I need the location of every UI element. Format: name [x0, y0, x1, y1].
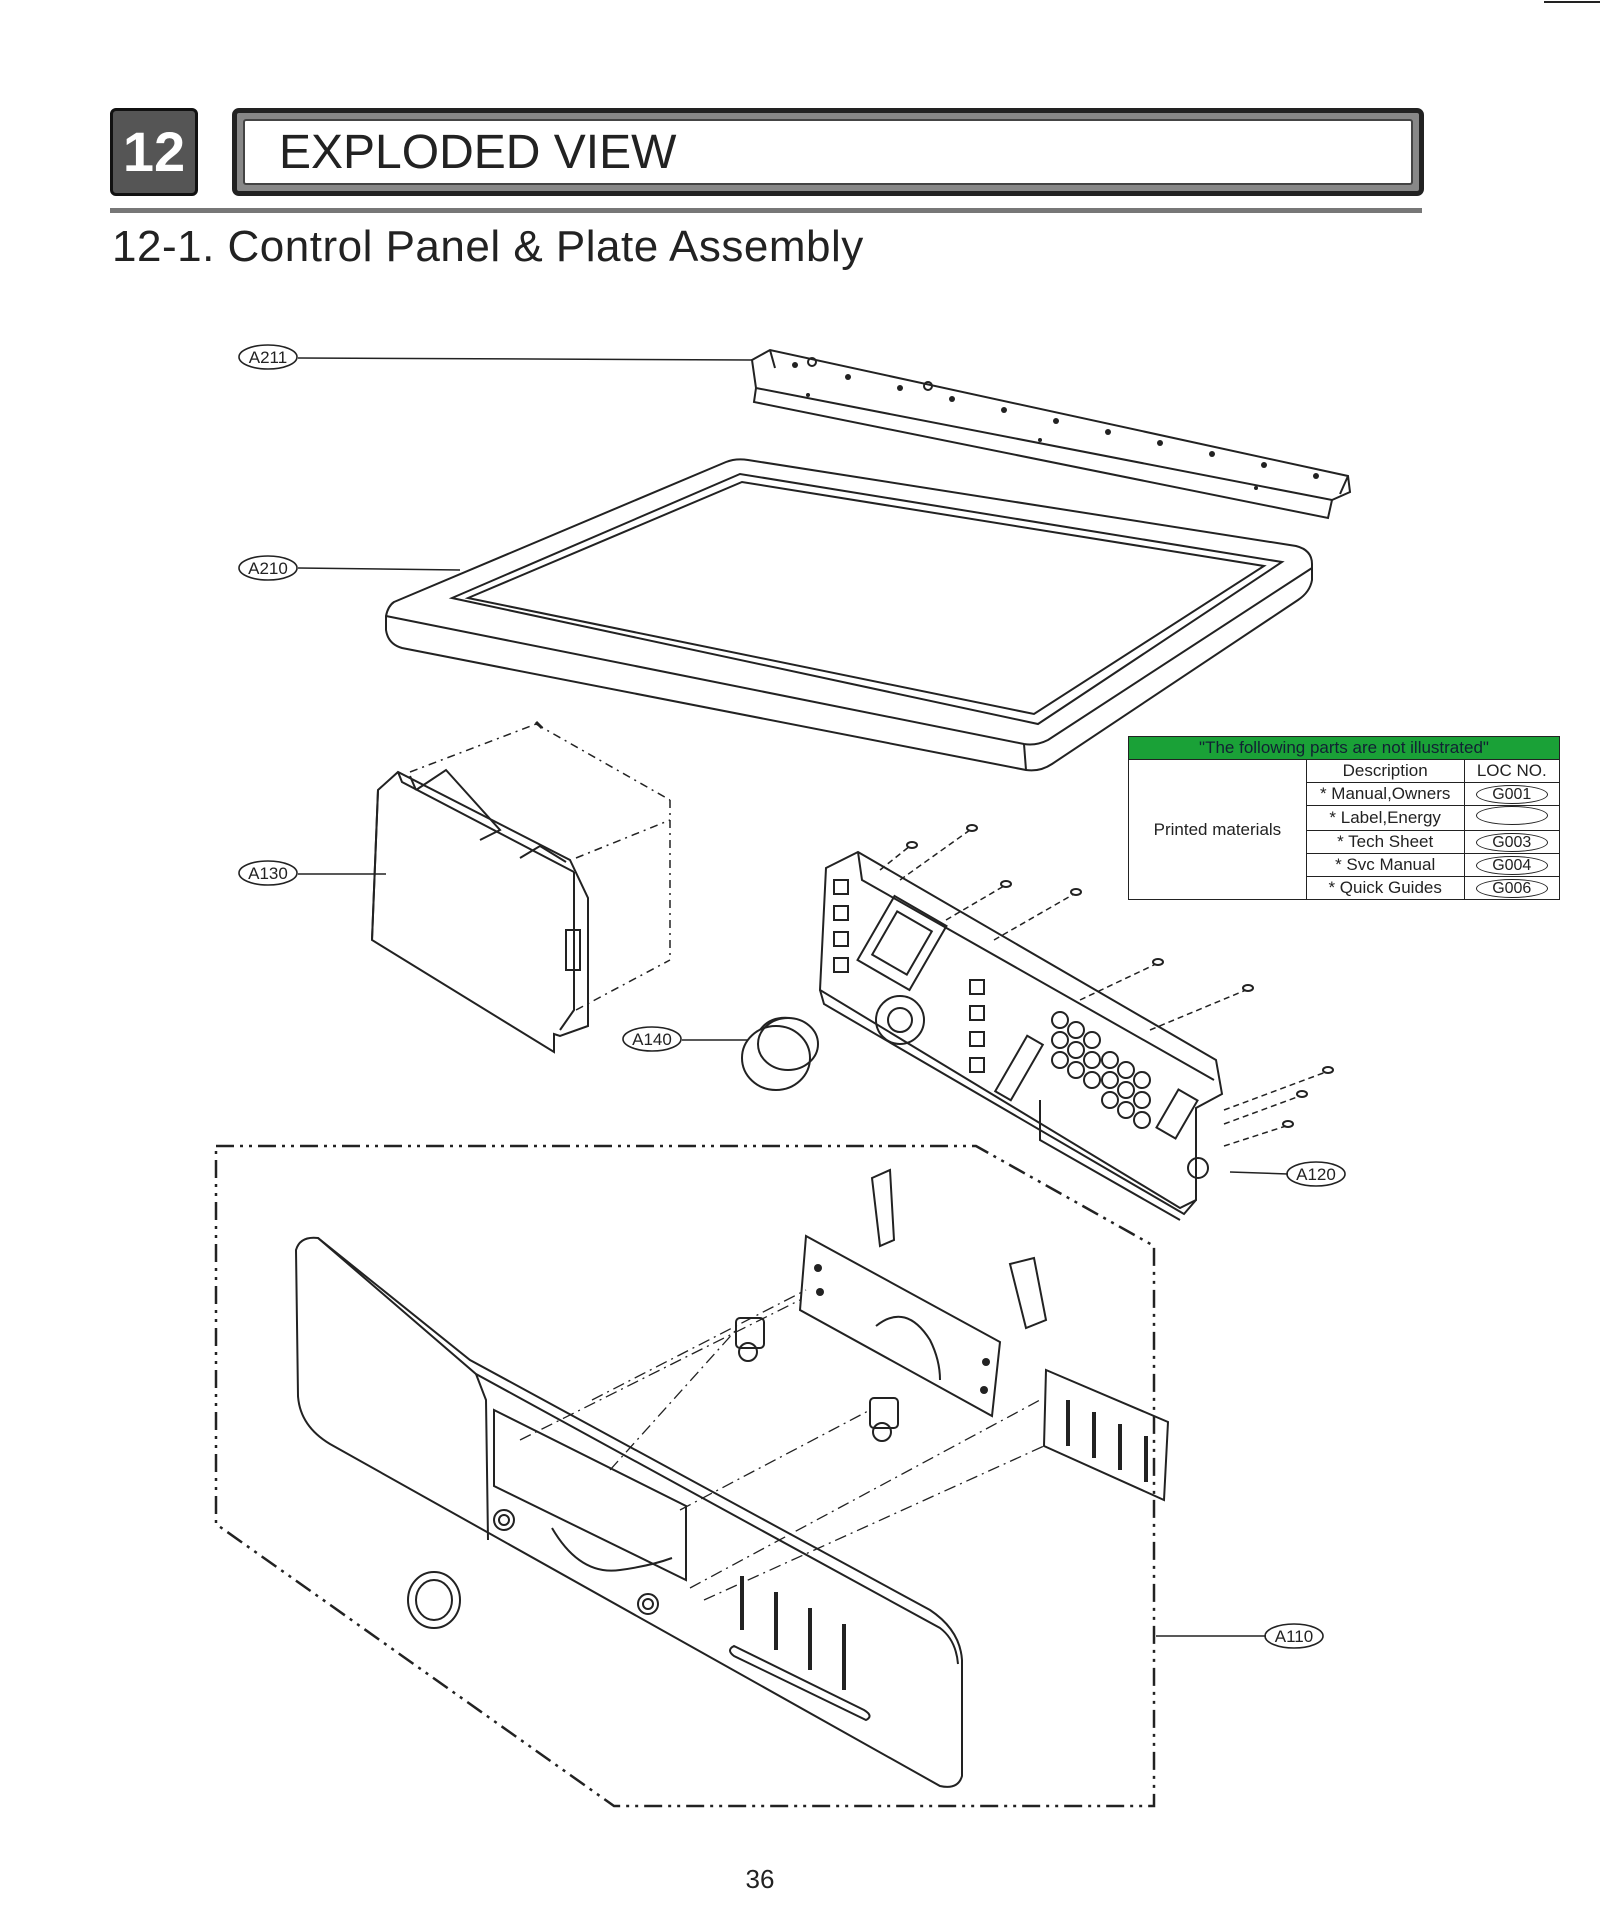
callout-label-a210: A210 [248, 559, 288, 578]
table-header-description: Description [1305, 759, 1465, 783]
a130-assembly-lines [409, 723, 671, 1011]
row-loc-cell [1463, 805, 1561, 831]
a110-internal-parts [735, 1168, 1170, 1502]
callout-label-a110: A110 [1275, 1627, 1313, 1646]
callout-oval-a120 [1286, 1161, 1346, 1187]
row-loc-cell: G003 [1463, 830, 1561, 854]
callout-label-a120: A120 [1296, 1165, 1336, 1184]
table-row: * Manual,Owners G001 [1129, 782, 1561, 806]
callout-oval-a211 [238, 344, 298, 370]
parts-not-illustrated-table: "The following parts are not illustrated… [1128, 736, 1561, 900]
a110-assembly-lines [519, 1289, 1045, 1601]
header-rule [110, 208, 1422, 213]
row-loc [1475, 806, 1548, 825]
page-title: EXPLODED VIEW [243, 119, 1413, 185]
page-title-frame: EXPLODED VIEW [232, 108, 1424, 196]
callout-oval-a140 [622, 1026, 682, 1052]
callout-oval-a110 [1264, 1623, 1324, 1649]
a120-screws [906, 824, 1334, 1128]
row-loc: G006 [1475, 879, 1548, 898]
table-row: * Quick Guides G006 [1129, 876, 1561, 900]
table-group-label: Printed materials [1128, 759, 1307, 900]
row-loc-cell: G004 [1463, 853, 1561, 877]
table-row: * Label,Energy [1129, 805, 1561, 831]
row-description: * Tech Sheet [1305, 830, 1465, 854]
callout-leader-lines [297, 357, 1289, 1637]
table-row: * Tech Sheet G003 [1129, 830, 1561, 854]
part-a120-pcb [818, 850, 1224, 1221]
part-a130-box [370, 768, 589, 1054]
table-banner: "The following parts are not illustrated… [1128, 736, 1560, 760]
row-description: * Manual,Owners [1305, 782, 1465, 806]
chapter-number-badge: 12 [110, 108, 198, 196]
row-loc: G004 [1475, 856, 1548, 875]
part-a210-top-plate [385, 458, 1313, 772]
callout-label-a211: A211 [249, 348, 287, 367]
row-description: * Svc Manual [1305, 853, 1465, 877]
section-subtitle: 12-1. Control Panel & Plate Assembly [112, 222, 864, 271]
part-a140-knob [741, 1016, 819, 1091]
part-a110-control-panel [294, 1236, 963, 1788]
a110-assembly-boundary [214, 1144, 1156, 1808]
row-loc-cell: G006 [1463, 876, 1561, 900]
table-header-loc: LOC NO. [1463, 759, 1561, 783]
row-loc: G003 [1475, 833, 1548, 852]
callout-label-a140: A140 [632, 1030, 672, 1049]
part-a211-bracket [750, 348, 1352, 520]
callout-label-a130: A130 [248, 864, 288, 883]
callout-oval-a130 [238, 860, 298, 886]
page-number: 36 [745, 1864, 775, 1894]
row-description: * Label,Energy [1305, 805, 1465, 831]
row-loc-cell: G001 [1463, 782, 1561, 806]
table-row: * Svc Manual G004 [1129, 853, 1561, 877]
callout-oval-a210 [238, 555, 298, 581]
row-description: * Quick Guides [1305, 876, 1465, 900]
row-loc: G001 [1475, 785, 1548, 804]
a120-screw-lines [879, 829, 1327, 1147]
